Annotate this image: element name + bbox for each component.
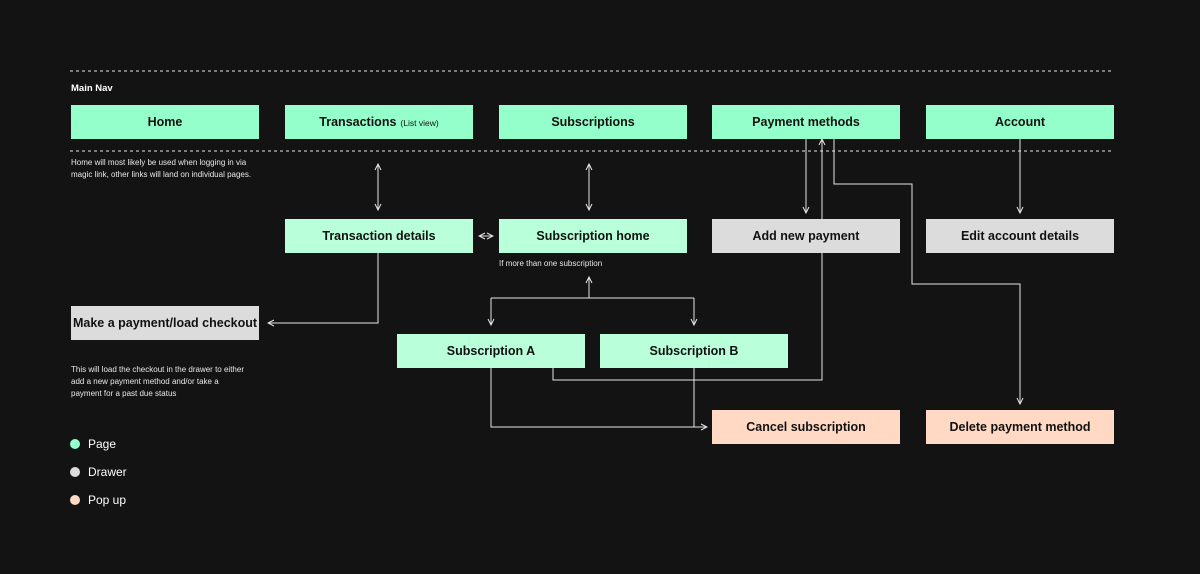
nav-transactions-sub: (List view) [400, 118, 439, 128]
home-note-line: Home will most likely be used when loggi… [71, 158, 247, 167]
make-payment-label: Make a payment/load checkout [72, 316, 258, 330]
legend-label: Page [88, 437, 117, 451]
legend-item-popup: Pop up [70, 486, 127, 514]
connector-suba-payment [552, 139, 822, 381]
subscription-b-node[interactable]: Subscription B [600, 334, 788, 368]
nav-payment-methods-label: Payment methods [752, 115, 860, 129]
nav-account[interactable]: Account [926, 105, 1114, 139]
legend-dot-popup [70, 495, 80, 505]
subscription-a-node[interactable]: Subscription A [397, 334, 585, 368]
nav-home[interactable]: Home [71, 105, 259, 139]
checkout-note-line: add a new payment method and/or take a [71, 377, 219, 386]
subscription-b-label: Subscription B [649, 344, 739, 358]
edit-account-details-label: Edit account details [960, 229, 1080, 243]
transaction-details-node[interactable]: Transaction details [285, 219, 473, 253]
nav-subscriptions[interactable]: Subscriptions [499, 105, 687, 139]
subscription-home-node[interactable]: Subscription home [499, 219, 687, 253]
nav-transactions[interactable]: Transactions(List view) [285, 105, 473, 139]
checkout-note: This will load the checkout in the drawe… [71, 364, 244, 400]
legend-item-page: Page [70, 430, 127, 458]
subscription-home-label: Subscription home [536, 229, 650, 243]
make-payment-node[interactable]: Make a payment/load checkout [71, 306, 259, 340]
main-nav-label: Main Nav [71, 83, 113, 94]
nav-payment-methods[interactable]: Payment methods [712, 105, 900, 139]
legend-dot-drawer [70, 467, 80, 477]
edit-account-details-node[interactable]: Edit account details [926, 219, 1114, 253]
home-note: Home will most likely be used when loggi… [71, 157, 251, 181]
cancel-subscription-label: Cancel subscription [746, 420, 866, 434]
home-note-line: magic link, other links will land on ind… [71, 170, 252, 179]
legend-item-drawer: Drawer [70, 458, 127, 486]
nav-transactions-label: Transactions [319, 115, 397, 129]
subscription-home-note: If more than one subscription [499, 259, 603, 268]
add-new-payment-node[interactable]: Add new payment [712, 219, 900, 253]
legend-dot-page [70, 439, 80, 449]
legend-label: Pop up [88, 493, 127, 507]
transaction-details-label: Transaction details [322, 229, 436, 243]
cancel-subscription-node[interactable]: Cancel subscription [712, 410, 900, 444]
checkout-note-line: This will load the checkout in the drawe… [71, 365, 244, 374]
delete-payment-method-label: Delete payment method [949, 420, 1091, 434]
add-new-payment-label: Add new payment [752, 229, 860, 243]
nav-subscriptions-label: Subscriptions [551, 115, 635, 129]
legend: Page Drawer Pop up [70, 430, 127, 514]
connector-ab-cancel [490, 368, 707, 427]
checkout-note-line: payment for a past due status [71, 389, 177, 398]
delete-payment-method-node[interactable]: Delete payment method [926, 410, 1114, 444]
nav-home-label: Home [147, 115, 183, 129]
connector-payment-delete [833, 139, 1020, 404]
connector-details-checkout [268, 253, 379, 323]
legend-label: Drawer [88, 465, 127, 479]
nav-account-label: Account [995, 115, 1045, 129]
subscription-a-label: Subscription A [446, 344, 536, 358]
